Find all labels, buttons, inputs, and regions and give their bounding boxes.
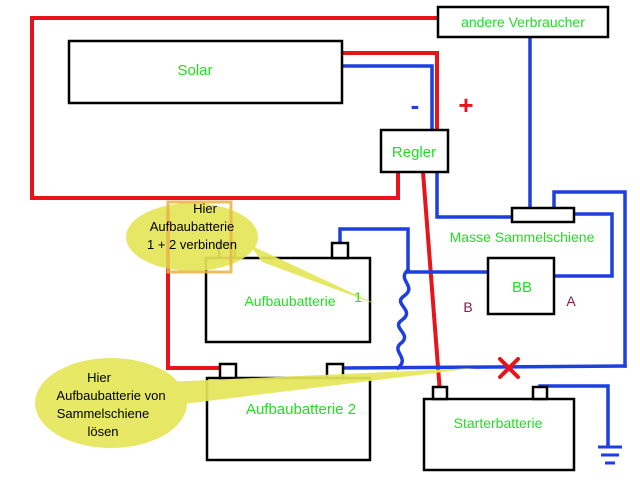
plus-sign: + (458, 90, 473, 120)
wire-busbar-right-to-bb (552, 212, 614, 278)
starterbatterie-box (422, 397, 576, 472)
callout-detach-busbar (35, 358, 475, 448)
solar-box (67, 39, 344, 105)
b-label: B (463, 299, 472, 315)
callout-connect-batteries (126, 203, 378, 305)
wire-regler-to-busbar (435, 168, 514, 219)
aufbaubatterie-2-label: Aufbaubatterie 2 (246, 401, 356, 418)
callout-2-line-2: Aufbaubatterie von (56, 388, 165, 403)
starterbatterie-minus-terminal (531, 385, 549, 401)
wire-solar-to-regler-plus (340, 51, 439, 132)
callout-1-line-3: 1 + 2 verbinden (147, 237, 237, 252)
wire-busbar-outer-right (552, 190, 627, 368)
wire-aufbau2-to-busbar-line (341, 364, 627, 370)
callout-1-line-2: Aufbaubatterie (150, 219, 235, 234)
aufbaubatterie-1-box (204, 256, 372, 344)
wire-solar-to-regler-minus (340, 64, 434, 132)
ground-symbol-icon (598, 445, 622, 465)
bb-label: BB (512, 279, 532, 296)
busbar (510, 206, 576, 224)
highlight-frame (166, 200, 233, 274)
masse-sammelschiene-label: Masse Sammelschiene (450, 229, 595, 245)
aufbaubatterie-2-plus-terminal (218, 362, 238, 380)
callout-1-line-1: Hier (193, 201, 218, 216)
callout-2-line-4: lösen (87, 424, 118, 439)
regler-box (379, 128, 450, 174)
regler-label: Regler (392, 144, 436, 161)
callout-1-tail (250, 245, 378, 305)
minus-sign: - (411, 90, 420, 120)
wire-coil (395, 267, 411, 371)
bb-box (486, 256, 556, 316)
starterbatterie-label: Starterbatterie (454, 415, 543, 431)
andere-verbraucher-box (436, 5, 610, 39)
starterbatterie-plus-terminal (431, 385, 449, 401)
wire-regler-to-starter (420, 169, 443, 396)
callout-2-line-3: Sammelschiene (57, 406, 150, 421)
aufbaubatterie-1-minus-terminal (330, 241, 350, 260)
negative-wires (338, 34, 627, 448)
callout-1-bubble (126, 203, 258, 271)
callout-2-bubble (35, 358, 187, 448)
disconnect-marker-icon (498, 357, 520, 379)
wire-outer-loop-to-verbraucher (30, 16, 440, 200)
aufbaubatterie-1-number: 1 (354, 289, 362, 305)
solar-label: Solar (177, 62, 212, 79)
callout-2-line-1: Hier (87, 370, 112, 385)
a-label: A (566, 293, 576, 309)
callout-2-tail (165, 368, 475, 405)
wire-aufbau1-minus-up (338, 227, 410, 270)
andere-verbraucher-label: andere Verbraucher (461, 14, 585, 30)
aufbaubatterie-1-label: Aufbaubatterie (244, 293, 335, 309)
